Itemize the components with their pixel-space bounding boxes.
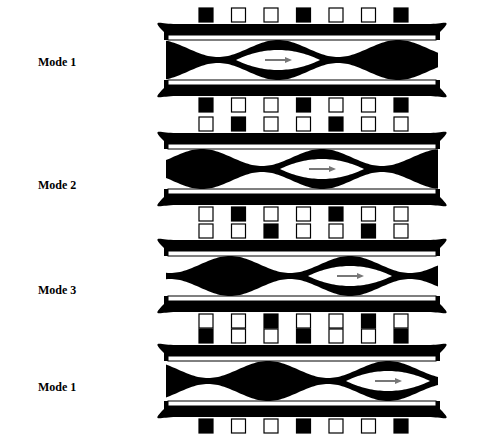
electrode-on <box>232 117 246 131</box>
electrode-off <box>232 329 246 343</box>
electrode-on <box>199 419 213 433</box>
arrow-head <box>395 378 402 384</box>
mode-label: Mode 1 <box>38 380 76 394</box>
electrode-on <box>362 314 376 328</box>
mode-profile <box>166 361 438 401</box>
mode-label: Mode 3 <box>38 283 76 297</box>
electrode-off <box>362 329 376 343</box>
electrode-off <box>329 314 343 328</box>
electrode-off <box>232 8 246 22</box>
mode-label: Mode 2 <box>38 178 76 192</box>
electrode-on <box>394 329 408 343</box>
electrode-off <box>264 117 278 131</box>
electrode-off <box>329 224 343 238</box>
electrode-off <box>297 224 311 238</box>
electrode-on <box>264 224 278 238</box>
electrode-bar <box>168 80 436 85</box>
electrode-on <box>329 207 343 221</box>
electrode-off <box>232 224 246 238</box>
beam-focus <box>236 50 320 70</box>
electrode-on <box>297 329 311 343</box>
electrode-on <box>199 98 213 112</box>
electrode-on <box>199 8 213 22</box>
beam-focus <box>308 266 392 286</box>
electrode-off <box>362 117 376 131</box>
cladding-band <box>157 239 446 256</box>
cladding-band <box>157 23 446 40</box>
propagation-arrow <box>375 380 397 382</box>
electrode-off <box>264 329 278 343</box>
electrode-on <box>297 8 311 22</box>
electrode-bar <box>168 189 436 194</box>
electrode-off <box>394 314 408 328</box>
electrode-off <box>264 419 278 433</box>
electrode-bar <box>168 251 436 256</box>
cladding-band <box>157 401 446 418</box>
arrow-head <box>357 273 364 279</box>
arrow-head <box>285 57 292 63</box>
electrode-off <box>232 314 246 328</box>
electrode-off <box>329 419 343 433</box>
electrode-off <box>232 98 246 112</box>
electrode-off <box>297 117 311 131</box>
cladding-band <box>157 344 446 361</box>
electrode-off <box>329 329 343 343</box>
electrode-on <box>362 224 376 238</box>
electrode-on <box>199 329 213 343</box>
electrode-on <box>297 419 311 433</box>
electrode-off <box>394 207 408 221</box>
propagation-arrow <box>337 275 359 277</box>
electrode-on <box>394 98 408 112</box>
beam-focus <box>280 159 364 179</box>
mode-profile <box>166 256 438 296</box>
electrode-off <box>297 314 311 328</box>
mode-profile <box>166 40 438 80</box>
electrode-off <box>264 8 278 22</box>
electrode-off <box>199 117 213 131</box>
electrode-on <box>264 314 278 328</box>
electrode-off <box>362 207 376 221</box>
propagation-arrow <box>265 59 287 61</box>
electrode-off <box>329 98 343 112</box>
electrode-bar <box>168 296 436 301</box>
electrode-bar <box>168 356 436 361</box>
electrode-off <box>394 117 408 131</box>
electrode-off <box>362 8 376 22</box>
electrode-on <box>232 207 246 221</box>
cladding-band <box>157 132 446 149</box>
electrode-off <box>329 8 343 22</box>
electrode-on <box>329 117 343 131</box>
electrode-off <box>297 207 311 221</box>
electrode-off <box>264 207 278 221</box>
electrode-off <box>394 224 408 238</box>
electrode-bar <box>168 144 436 149</box>
mode-profile <box>166 149 438 189</box>
electrode-on <box>394 419 408 433</box>
cladding-band <box>157 189 446 206</box>
electrode-off <box>199 207 213 221</box>
beam-focus <box>346 371 430 391</box>
propagation-arrow <box>309 168 331 170</box>
electrode-off <box>264 98 278 112</box>
electrode-on <box>297 98 311 112</box>
electrode-bar <box>168 401 436 406</box>
cladding-band <box>157 80 446 97</box>
cladding-band <box>157 296 446 313</box>
electrode-on <box>394 8 408 22</box>
arrow-head <box>329 166 336 172</box>
electrode-off <box>362 419 376 433</box>
electrode-bar <box>168 35 436 40</box>
electrode-off <box>199 224 213 238</box>
mode-label: Mode 1 <box>38 55 76 69</box>
electrode-off <box>362 98 376 112</box>
electrode-off <box>199 314 213 328</box>
electrode-off <box>232 419 246 433</box>
